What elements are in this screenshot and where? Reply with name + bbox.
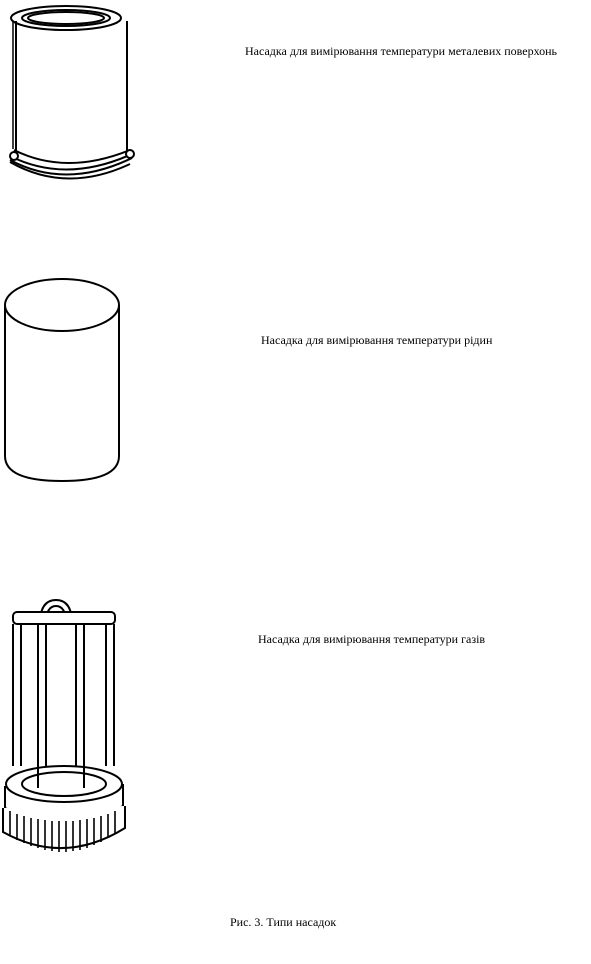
liquid-attachment-label: Насадка для вимірювання температури ріди… bbox=[261, 333, 493, 347]
figure-caption: Рис. 3. Типи насадок bbox=[230, 915, 337, 929]
metal-surface-attachment-label: Насадка для вимірювання температури мета… bbox=[245, 44, 558, 58]
gas-attachment-label: Насадка для вимірювання температури газі… bbox=[258, 632, 486, 646]
gas-attachment-drawing bbox=[1, 598, 126, 852]
metal-surface-attachment-drawing bbox=[9, 5, 135, 180]
liquid-attachment-drawing bbox=[4, 278, 120, 483]
